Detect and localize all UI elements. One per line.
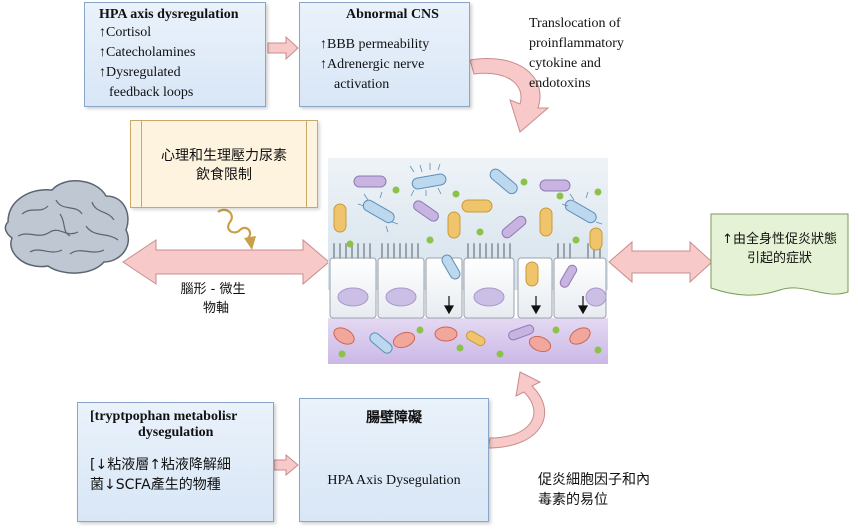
epithelial-cells — [329, 257, 607, 319]
stress-line-1: 心理和生理壓力尿素 — [161, 148, 287, 164]
hpa-line-dysregulated: ↑Dysregulated — [99, 65, 181, 80]
translocation-label: Translocation of proinflammatory cytokin… — [529, 14, 624, 94]
hpa-axis-box: HPA axis dysregulation ↑Cortisol ↑Catech… — [84, 2, 266, 107]
tryptophan-title-2: dysegulation — [138, 425, 214, 440]
stress-box: 心理和生理壓力尿素 飲食限制 — [130, 120, 318, 208]
barrier-title: 腸壁障礙 — [366, 410, 422, 426]
hpa-axis-title: HPA axis dysregulation — [99, 7, 239, 22]
translocation-line-1: Translocation of — [529, 16, 621, 31]
hpa-line-cortisol: ↑Cortisol — [99, 25, 152, 40]
hpa-line-feedback: feedback loops — [109, 85, 194, 100]
symptoms-line-1: ↑由全身性促炎狀態 — [722, 232, 837, 247]
symptoms-line-2: 引起的症狀 — [746, 251, 812, 266]
translocation-cn-label: 促炎細胞因子和內 毒素的易位 — [538, 470, 650, 510]
tryptophan-line-2: 菌↓SCFA產生的物種 — [90, 477, 221, 493]
barrier-text: HPA Axis Dysegulation — [327, 473, 461, 488]
stress-squiggle-arrow — [217, 208, 256, 250]
translocation-cn-line-2: 毒素的易位 — [538, 492, 608, 508]
cns-to-gut-curved-arrow — [469, 58, 550, 133]
symptoms-note-shape — [710, 213, 849, 296]
axis-line-1: 腦形 - 微生 — [180, 282, 246, 297]
hpa-to-cns-arrow — [267, 35, 299, 61]
tryptophan-line-1: [↓粘液層↑粘液降解細 — [90, 457, 231, 473]
abnormal-cns-title: Abnormal CNS — [346, 7, 439, 22]
cns-line-adrenergic: ↑Adrenergic nerve — [320, 57, 425, 72]
tryptophan-to-barrier-arrow — [273, 453, 299, 477]
gut-symptoms-double-arrow — [608, 240, 713, 284]
tryptophan-box: [tryptpophan metabolisr dysegulation [↓粘… — [77, 402, 274, 522]
cns-line-bbb: ↑BBB permeability — [320, 37, 430, 52]
gut-barrier-diagram — [328, 158, 608, 364]
cns-line-activation: activation — [334, 77, 390, 92]
stress-line-2: 飲食限制 — [196, 167, 252, 183]
brain-icon — [4, 180, 129, 274]
intestinal-barrier-box: 腸壁障礙 HPA Axis Dysegulation — [299, 398, 489, 522]
tryptophan-title-1: [tryptpophan metabolisr — [90, 409, 238, 424]
translocation-line-2: proinflammatory — [529, 36, 624, 51]
hpa-line-catecholamines: ↑Catecholamines — [99, 45, 196, 60]
brain-gut-double-arrow — [122, 238, 330, 286]
barrier-to-gut-curved-arrow — [487, 371, 546, 449]
axis-line-2: 物軸 — [202, 301, 229, 316]
symptoms-note: ↑由全身性促炎狀態 引起的症狀 — [711, 230, 848, 268]
translocation-line-3: cytokine and — [529, 56, 601, 71]
abnormal-cns-box: Abnormal CNS ↑BBB permeability ↑Adrenerg… — [299, 2, 470, 107]
translocation-line-4: endotoxins — [529, 76, 591, 91]
brain-microbiota-axis-label: 腦形 - 微生 物軸 — [181, 280, 246, 318]
translocation-cn-line-1: 促炎細胞因子和內 — [538, 472, 650, 488]
